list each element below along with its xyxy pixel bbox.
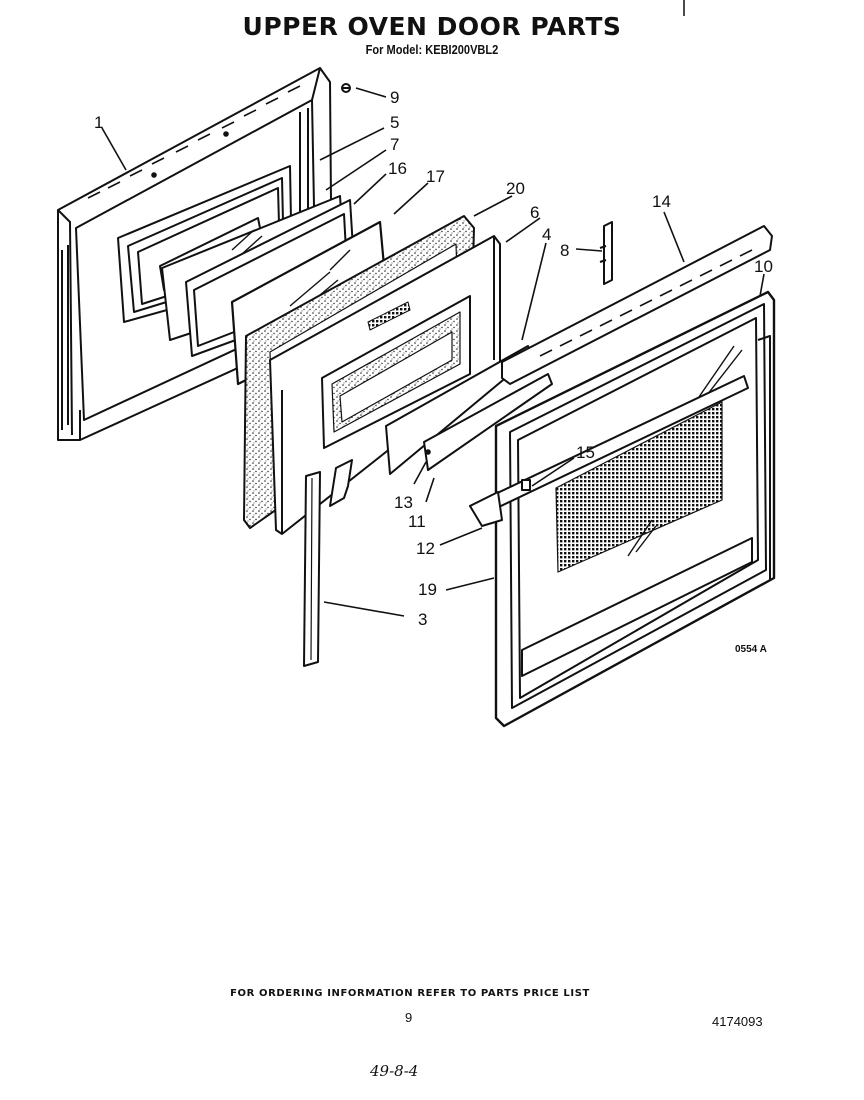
model-subtitle: For Model: KEBI200VBL2 bbox=[365, 42, 499, 57]
callout-13: 13 bbox=[394, 493, 413, 512]
callout-17: 17 bbox=[426, 167, 445, 186]
callout-9: 9 bbox=[390, 88, 399, 107]
callout-11: 11 bbox=[408, 512, 426, 531]
page-title: UPPER OVEN DOOR PARTS bbox=[242, 12, 622, 41]
callout-3: 3 bbox=[418, 610, 427, 629]
screw bbox=[341, 83, 351, 93]
callout-4: 4 bbox=[542, 225, 551, 244]
callout-12: 12 bbox=[416, 539, 435, 558]
page-number: 9 bbox=[405, 1010, 413, 1025]
callout-8: 8 bbox=[560, 241, 569, 260]
figure-code: 0554 A bbox=[735, 644, 767, 655]
callout-leaders bbox=[101, 87, 765, 617]
callout-6: 6 bbox=[530, 203, 539, 222]
callout-1: 1 bbox=[94, 113, 103, 132]
door-vent-trim bbox=[501, 225, 773, 385]
callout-16: 16 bbox=[388, 159, 407, 178]
callout-10: 10 bbox=[754, 257, 773, 276]
side-trim-strip bbox=[303, 471, 321, 667]
callout-5: 5 bbox=[390, 113, 399, 132]
callout-20: 20 bbox=[506, 179, 525, 198]
ordering-note: FOR ORDERING INFORMATION REFER TO PARTS … bbox=[230, 988, 590, 999]
callout-19: 19 bbox=[418, 580, 437, 599]
hinge-bracket bbox=[599, 221, 613, 285]
callout-7: 7 bbox=[390, 135, 399, 154]
document-number: 4174093 bbox=[712, 1014, 763, 1029]
callout-14: 14 bbox=[652, 192, 671, 211]
door-stop-clip bbox=[329, 459, 353, 507]
handwritten-mark: 49-8-4 bbox=[370, 1062, 419, 1080]
door-inner-panel bbox=[269, 235, 501, 535]
callout-15: 15 bbox=[576, 443, 595, 462]
